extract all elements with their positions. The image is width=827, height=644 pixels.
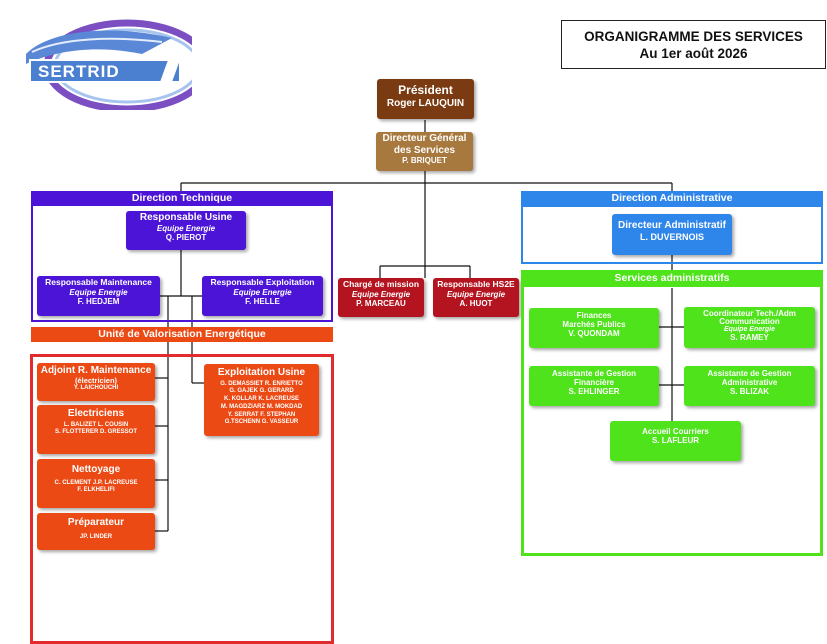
direction-technique-header: Direction Technique <box>31 191 333 206</box>
directeur-admin-name: L. DUVERNOIS <box>639 231 704 242</box>
preparateur-title: Préparateur <box>67 517 125 528</box>
accueil-courriers-box: Accueil Courriers S. LAFLEUR <box>610 421 741 461</box>
dg-box: Directeur Général des Services P. BRIQUE… <box>376 132 473 171</box>
charge-mission-box: Chargé de mission Equipe Energie P. MARC… <box>338 278 424 317</box>
assistante-financiere-box: Assistante de Gestion Financière S. EHLI… <box>529 366 659 406</box>
charge-mission-team: Equipe Energie <box>351 289 411 299</box>
resp-maintenance-title: Responsable Maintenance <box>45 277 152 287</box>
coordinateur-line1: Coordinateur Tech./Adm <box>703 309 796 318</box>
uve-header: Unité de Valorisation Energétique <box>31 327 333 342</box>
resp-exploitation-team: Equipe Energie <box>233 287 292 297</box>
assistante-adm-line2: Administrative <box>721 378 778 388</box>
logo-text: SERTRID <box>38 62 120 81</box>
accueil-name: S. LAFLEUR <box>651 436 700 446</box>
title-box: ORGANIGRAMME DES SERVICES Au 1er août 20… <box>561 20 826 69</box>
electriciens-box: Electriciens L. BALIZET L. COUSIN S. FLO… <box>37 405 155 454</box>
accueil-line1: Accueil Courriers <box>642 427 709 436</box>
coordinateur-team: Equipe Energie <box>724 326 775 334</box>
uve-frame <box>30 354 334 644</box>
adjoint-subtitle: (électricien) <box>74 375 118 385</box>
resp-hs2e-team: Equipe Energie <box>446 289 506 299</box>
assistante-fin-name: S. EHLINGER <box>568 387 620 397</box>
exploitation-names-3: K. KOLLAR K. LACREUSE <box>224 396 299 403</box>
page-date: Au 1er août 2026 <box>639 46 748 61</box>
resp-maintenance-team: Equipe Energie <box>69 287 128 297</box>
electriciens-names-2: S. FLOTTERER D. GRESSOT <box>54 429 137 436</box>
president-title: Président <box>398 83 453 97</box>
finances-name: V. QUONDAM <box>568 329 620 339</box>
resp-maintenance-box: Responsable Maintenance Equipe Energie F… <box>37 276 160 316</box>
dg-title-2: des Services <box>393 144 456 156</box>
preparateur-name: JP. LINDER <box>79 533 113 540</box>
electriciens-names-1: L. BALIZET L. COUSIN <box>63 421 129 428</box>
preparateur-box: Préparateur JP. LINDER <box>37 513 155 550</box>
dg-title-1: Directeur Général <box>382 133 467 144</box>
sertrid-logo: SERTRID <box>22 12 211 113</box>
nettoyage-names-2: F. ELKHELIFI <box>77 487 115 494</box>
exploitation-names-2: G. GAJEK G. GERARD <box>229 388 294 395</box>
exploitation-usine-box: Exploitation Usine G. DEMASSIET R. ENRIE… <box>204 364 319 436</box>
nettoyage-names-1: C. CLEMENT J.P. LACREUSE <box>54 479 138 486</box>
logo-swoosh-icon <box>26 19 211 113</box>
electriciens-title: Electriciens <box>67 408 125 419</box>
assistante-fin-line1: Assistante de Gestion <box>551 369 637 378</box>
coordinateur-name: S. RAMEY <box>730 333 769 343</box>
president-name: Roger LAUQUIN <box>386 97 465 109</box>
exploitation-names-6: G.TSCHENN G. VASSEUR <box>224 419 299 426</box>
exploitation-names-5: Y. SERRAT F. STEPHAN <box>227 411 296 418</box>
adjoint-title: Adjoint R. Maintenance <box>40 365 152 376</box>
resp-hs2e-title: Responsable HS2E <box>437 279 515 289</box>
dg-name: P. BRIQUET <box>402 156 447 165</box>
responsable-usine-name: Q. PIEROT <box>165 232 207 242</box>
finances-line1: Finances <box>576 311 612 320</box>
assistante-adm-line1: Assistante de Gestion <box>707 369 792 378</box>
nettoyage-box: Nettoyage C. CLEMENT J.P. LACREUSE F. EL… <box>37 459 155 508</box>
assistante-administrative-box: Assistante de Gestion Administrative S. … <box>684 366 815 406</box>
charge-mission-title: Chargé de mission <box>342 279 420 289</box>
adjoint-name: Y. LAICHOUCHI <box>73 385 119 392</box>
responsable-usine-box: Responsable Usine Equipe Energie Q. PIER… <box>126 211 246 250</box>
assistante-adm-name: S. BLIZAK <box>729 387 770 397</box>
finances-line2: Marchés Publics <box>562 320 626 330</box>
coordinateur-box: Coordinateur Tech./Adm Communication Equ… <box>684 307 815 348</box>
direction-admin-header: Direction Administrative <box>521 191 823 207</box>
coordinateur-line2: Communication <box>719 317 780 327</box>
resp-maintenance-name: F. HEDJEM <box>77 296 120 306</box>
finances-box: Finances Marchés Publics V. QUONDAM <box>529 308 659 348</box>
responsable-usine-title: Responsable Usine <box>139 212 233 223</box>
assistante-fin-line2: Financière <box>573 378 614 388</box>
resp-hs2e-name: A. HUOT <box>459 298 493 308</box>
adjoint-maintenance-box: Adjoint R. Maintenance (électricien) Y. … <box>37 363 155 401</box>
resp-exploitation-box: Responsable Exploitation Equipe Energie … <box>202 276 323 316</box>
charge-mission-name: P. MARCEAU <box>356 298 406 308</box>
responsable-usine-team: Equipe Energie <box>156 223 216 233</box>
exploitation-title: Exploitation Usine <box>217 367 306 378</box>
exploitation-names-4: M. MAGDZIARZ M. MOKDAD <box>220 403 303 410</box>
president-box: Président Roger LAUQUIN <box>377 79 474 119</box>
resp-exploitation-name: F. HELLE <box>245 296 280 306</box>
directeur-admin-title: Directeur Administratif <box>618 220 726 231</box>
services-admin-header: Services administratifs <box>521 270 823 287</box>
page-title: ORGANIGRAMME DES SERVICES <box>584 29 803 44</box>
resp-exploitation-title: Responsable Exploitation <box>210 277 315 287</box>
resp-hs2e-box: Responsable HS2E Equipe Energie A. HUOT <box>433 278 519 317</box>
directeur-admin-box: Directeur Administratif L. DUVERNOIS <box>612 214 732 255</box>
exploitation-names-1: G. DEMASSIET R. ENRIETTO <box>220 380 303 387</box>
nettoyage-title: Nettoyage <box>71 464 121 475</box>
